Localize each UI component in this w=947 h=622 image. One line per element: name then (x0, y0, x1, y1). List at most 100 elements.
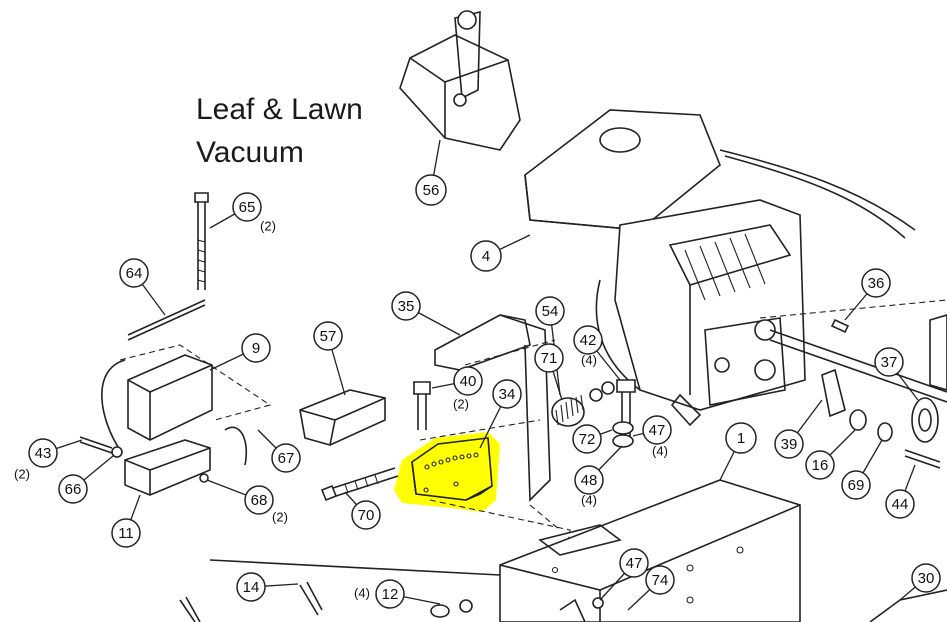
callout-circle (453, 366, 483, 396)
callout-quantity: (2) (260, 219, 276, 234)
callout-54[interactable]: 54 (535, 296, 565, 326)
callout-quantity: (4) (354, 586, 370, 601)
callout-label: 47 (649, 422, 666, 439)
callout-43[interactable]: 43 (2) (14, 438, 58, 482)
callout-circle (885, 489, 915, 519)
callout-57[interactable]: 57 (313, 321, 343, 351)
callout-circle (119, 258, 149, 288)
callout-4[interactable]: 4 (470, 240, 502, 272)
pad-57 (299, 389, 386, 446)
callout-label: 9 (252, 340, 260, 357)
callout-circle (241, 333, 271, 363)
callout-36[interactable]: 36 (861, 268, 891, 298)
callout-label: 39 (781, 436, 798, 453)
callout-label: 36 (868, 275, 885, 292)
callout-label: 64 (126, 265, 143, 282)
callout-circle (111, 518, 141, 548)
callout-39[interactable]: 39 (774, 429, 804, 459)
callout-quantity: (2) (453, 397, 469, 412)
callout-label: 4 (482, 248, 490, 265)
callout-circle (28, 438, 58, 468)
callout-label: 74 (652, 572, 669, 589)
callout-circle (861, 268, 891, 298)
callout-circle (911, 563, 941, 593)
callout-34[interactable]: 34 (492, 379, 522, 409)
callout-12[interactable]: 12 (4) (354, 579, 405, 609)
callout-35[interactable]: 35 (391, 291, 421, 321)
callout-quantity: (2) (14, 467, 30, 482)
callout-40[interactable]: 40(2) (453, 366, 483, 412)
callout-circle (492, 379, 522, 409)
callout-circle (572, 424, 602, 454)
callout-label: 54 (542, 303, 559, 320)
callout-56[interactable]: 56 (415, 174, 447, 206)
callout-label: 11 (118, 525, 134, 542)
callout-37[interactable]: 37 (874, 347, 904, 377)
callout-label: 43 (35, 445, 52, 462)
callout-16[interactable]: 16 (805, 450, 835, 480)
callout-14[interactable]: 14 (236, 572, 266, 602)
callout-11[interactable]: 11 (111, 518, 141, 548)
callout-42[interactable]: 42(4) (573, 325, 603, 368)
callout-label: 47 (626, 555, 643, 572)
callout-label: 42 (580, 332, 597, 349)
callout-circle (415, 174, 447, 206)
callout-label: 69 (848, 477, 865, 494)
callout-44[interactable]: 44 (885, 489, 915, 519)
callout-label: 66 (65, 481, 82, 498)
callout-30[interactable]: 30 (911, 563, 941, 593)
callout-label: 48 (581, 472, 598, 489)
callout-circle (642, 415, 672, 445)
callout-9[interactable]: 9 (241, 333, 271, 363)
callout-label: 14 (243, 579, 260, 596)
callout-label: 71 (541, 350, 558, 367)
callout-circle (619, 548, 649, 578)
callout-65[interactable]: 65 (2) (232, 192, 276, 234)
callout-label: 40 (460, 373, 477, 390)
callout-67[interactable]: 67 (271, 443, 301, 473)
callout-label: 34 (499, 386, 516, 403)
highlighted-bracket-34[interactable] (394, 432, 500, 512)
callout-circle (573, 325, 603, 355)
callout-circle (535, 296, 565, 326)
callout-circle (391, 291, 421, 321)
callout-label: 56 (423, 182, 440, 199)
callout-47[interactable]: 47(4) (642, 415, 672, 459)
callout-label: 68 (251, 492, 268, 509)
callout-circle (470, 240, 502, 272)
callout-74[interactable]: 74 (645, 565, 675, 595)
callout-circle (313, 321, 343, 351)
callout-circle (232, 192, 262, 222)
callout-circle (236, 572, 266, 602)
frame (179, 479, 947, 622)
callout-label: 12 (382, 586, 399, 603)
callout-circle (774, 429, 804, 459)
callout-64[interactable]: 64 (119, 258, 149, 288)
callout-quantity: (4) (581, 353, 597, 368)
diagram-title-line-2: Vacuum (196, 136, 304, 169)
bolts (320, 381, 431, 502)
callout-1[interactable]: 1 (725, 422, 757, 454)
callout-circle (58, 474, 88, 504)
callout-label: 70 (358, 507, 375, 524)
callout-47[interactable]: 47 (619, 548, 649, 578)
callout-label: 72 (579, 431, 596, 448)
callout-72[interactable]: 72 (572, 424, 602, 454)
callout-70[interactable]: 70 (351, 500, 381, 530)
callout-48[interactable]: 48(4) (574, 465, 604, 508)
callout-label: 65 (239, 199, 256, 216)
callout-quantity: (4) (581, 493, 597, 508)
callout-71[interactable]: 71 (534, 343, 564, 373)
callout-quantity: (2) (272, 510, 288, 525)
callout-circle (534, 343, 564, 373)
callout-circle (805, 450, 835, 480)
callout-circle (645, 565, 675, 595)
callout-68[interactable]: 68 (2) (244, 485, 288, 525)
callout-69[interactable]: 69 (841, 470, 871, 500)
callout-label: 67 (278, 450, 295, 467)
diagram-title-line-1: Leaf & Lawn (196, 93, 363, 126)
callout-circle (725, 422, 757, 454)
callout-66[interactable]: 66 (58, 474, 88, 504)
